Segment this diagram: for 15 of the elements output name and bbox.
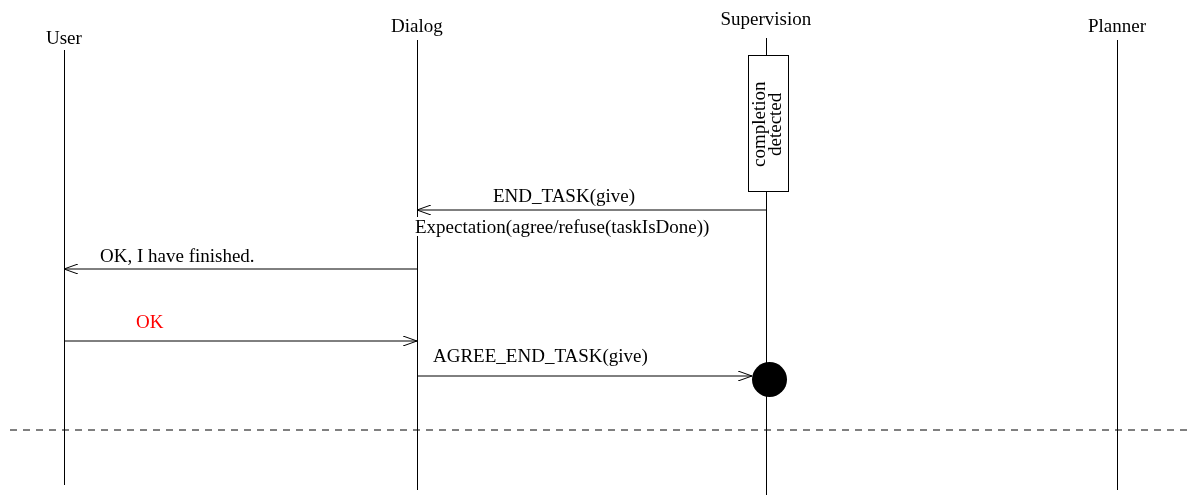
lifeline-label: Supervision xyxy=(720,9,812,28)
filled-circle xyxy=(752,362,787,397)
lifeline-label: Dialog xyxy=(391,16,443,35)
message-label: END_TASK(give) xyxy=(493,186,635,205)
activation-box: completion detected xyxy=(748,55,789,192)
message-label: OK, I have finished. xyxy=(100,246,255,265)
message-label: OK xyxy=(136,312,164,331)
message-arrow xyxy=(416,204,767,216)
message-arrow xyxy=(416,370,753,382)
message-label: AGREE_END_TASK(give) xyxy=(433,346,648,365)
message-arrow xyxy=(63,335,418,347)
lifeline-label: User xyxy=(46,28,82,47)
message-arrow xyxy=(63,263,418,275)
lifeline-label: Planner xyxy=(1088,16,1146,35)
message-note: Expectation(agree/refuse(taskIsDone)) xyxy=(415,217,710,236)
